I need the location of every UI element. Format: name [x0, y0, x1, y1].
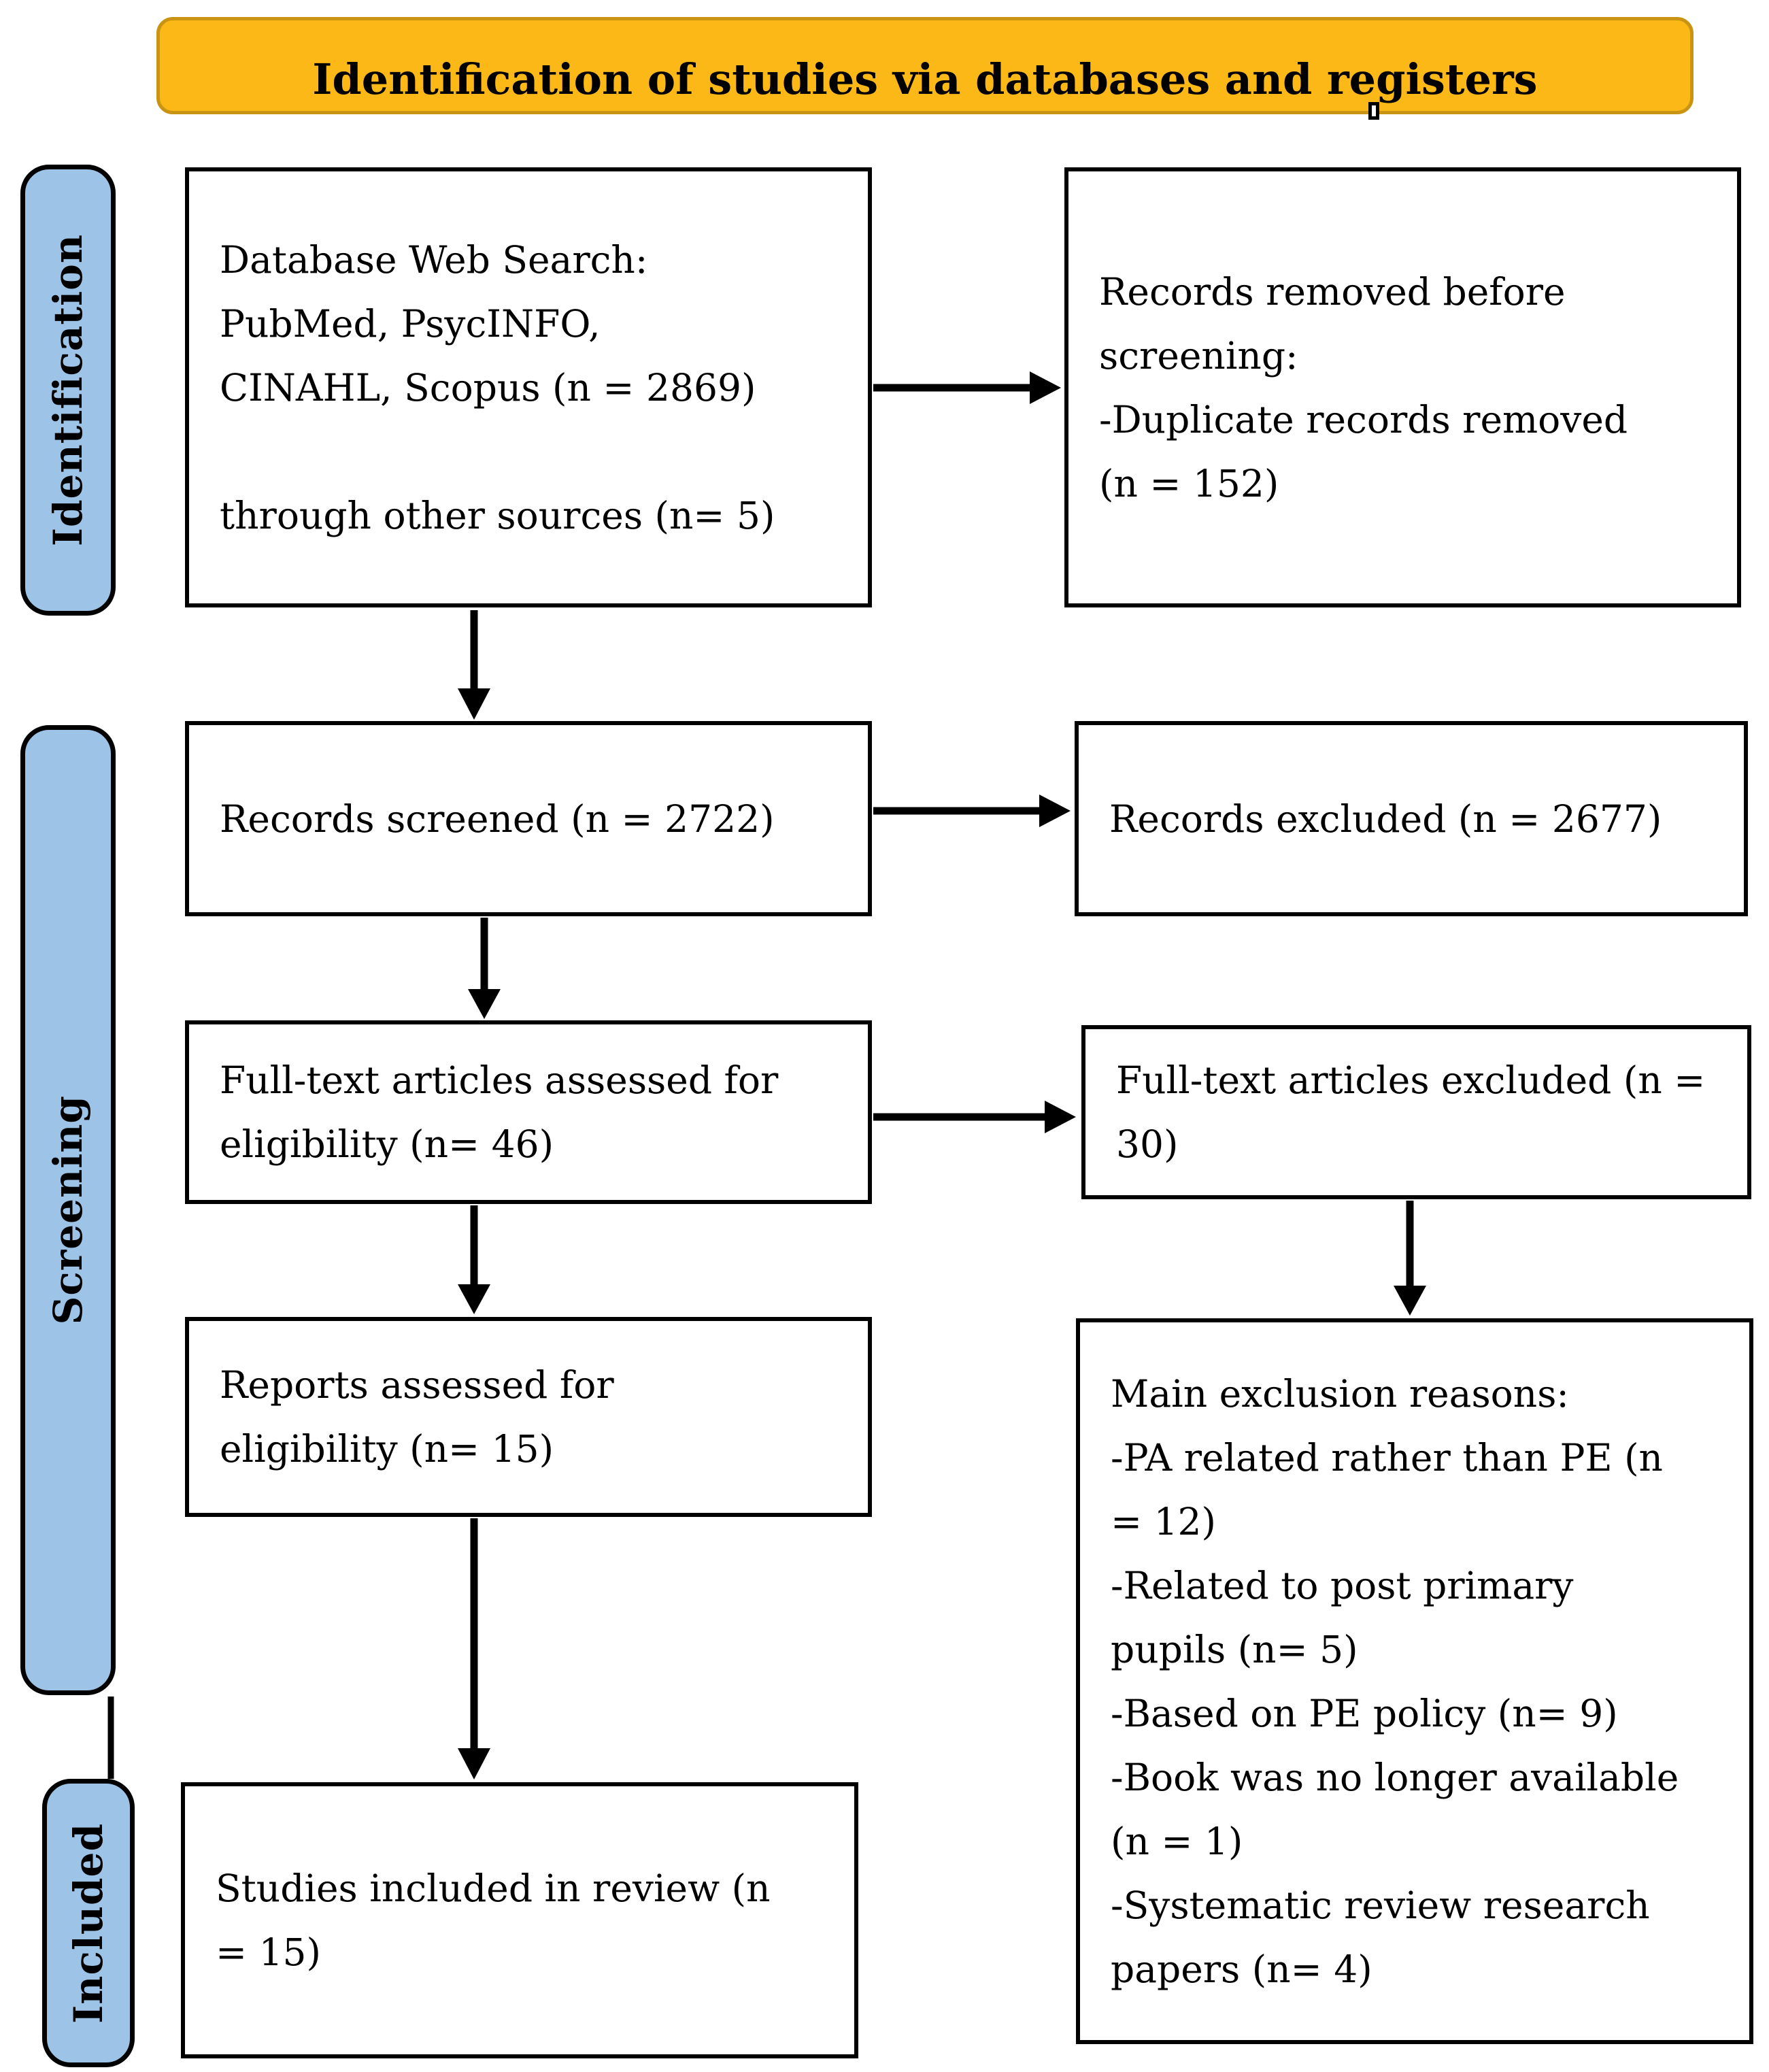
arrow-fulltext-to-reports	[458, 1205, 490, 1314]
text-cursor-artifact	[1368, 102, 1379, 120]
stage-bar-screening: Screening	[20, 725, 116, 1695]
box-database-web-search-text: Database Web Search: PubMed, PsycINFO, C…	[220, 237, 775, 537]
arrow-dbsearch-to-removed	[873, 371, 1061, 404]
box-fulltext-articles-excluded: Full-text articles excluded (n = 30)	[1081, 1025, 1751, 1199]
box-records-removed-before-screening: Records removed before screening: -Dupli…	[1064, 167, 1741, 607]
arrow-screened-to-fulltext	[468, 918, 501, 1019]
box-fulltext-assessed-text: Full-text articles assessed for eligibil…	[220, 1058, 779, 1166]
banner-label: Identification of studies via databases …	[312, 54, 1538, 104]
box-fulltext-excluded-text: Full-text articles excluded (n = 30)	[1116, 1058, 1706, 1166]
box-records-screened-text: Records screened (n = 2722)	[220, 797, 775, 841]
arrow-screened-to-excluded	[873, 795, 1071, 827]
box-fulltext-articles-assessed: Full-text articles assessed for eligibil…	[185, 1020, 872, 1204]
arrow-dbsearch-to-screened	[458, 610, 490, 720]
banner-identification-of-studies: Identification of studies via databases …	[156, 17, 1694, 114]
box-database-web-search: Database Web Search: PubMed, PsycINFO, C…	[185, 167, 872, 607]
arrow-excluded-to-reasons	[1394, 1201, 1426, 1316]
box-records-screened: Records screened (n = 2722)	[185, 721, 872, 916]
box-reports-assessed-text: Reports assessed for eligibility (n= 15)	[220, 1363, 614, 1471]
box-records-removed-text: Records removed before screening: -Dupli…	[1099, 269, 1628, 505]
stage-bar-included: Included	[42, 1779, 135, 2067]
box-studies-included-text: Studies included in review (n = 15)	[216, 1867, 771, 1974]
stage-bar-identification: Identification	[20, 165, 116, 616]
box-main-exclusions-text: Main exclusion reasons: -PA related rath…	[1111, 1371, 1679, 1991]
stage-label-identification: Identification	[45, 233, 91, 547]
box-records-excluded-text: Records excluded (n = 2677)	[1109, 797, 1662, 841]
stage-label-screening: Screening	[45, 1095, 91, 1325]
arrow-reports-to-included	[458, 1518, 490, 1779]
arrow-fulltext-to-excluded	[873, 1101, 1076, 1133]
box-studies-included-in-review: Studies included in review (n = 15)	[181, 1782, 858, 2058]
stage-label-included: Included	[65, 1822, 112, 2024]
box-reports-assessed: Reports assessed for eligibility (n= 15)	[185, 1317, 872, 1517]
box-records-excluded: Records excluded (n = 2677)	[1075, 721, 1748, 916]
box-main-exclusion-reasons: Main exclusion reasons: -PA related rath…	[1076, 1318, 1753, 2044]
